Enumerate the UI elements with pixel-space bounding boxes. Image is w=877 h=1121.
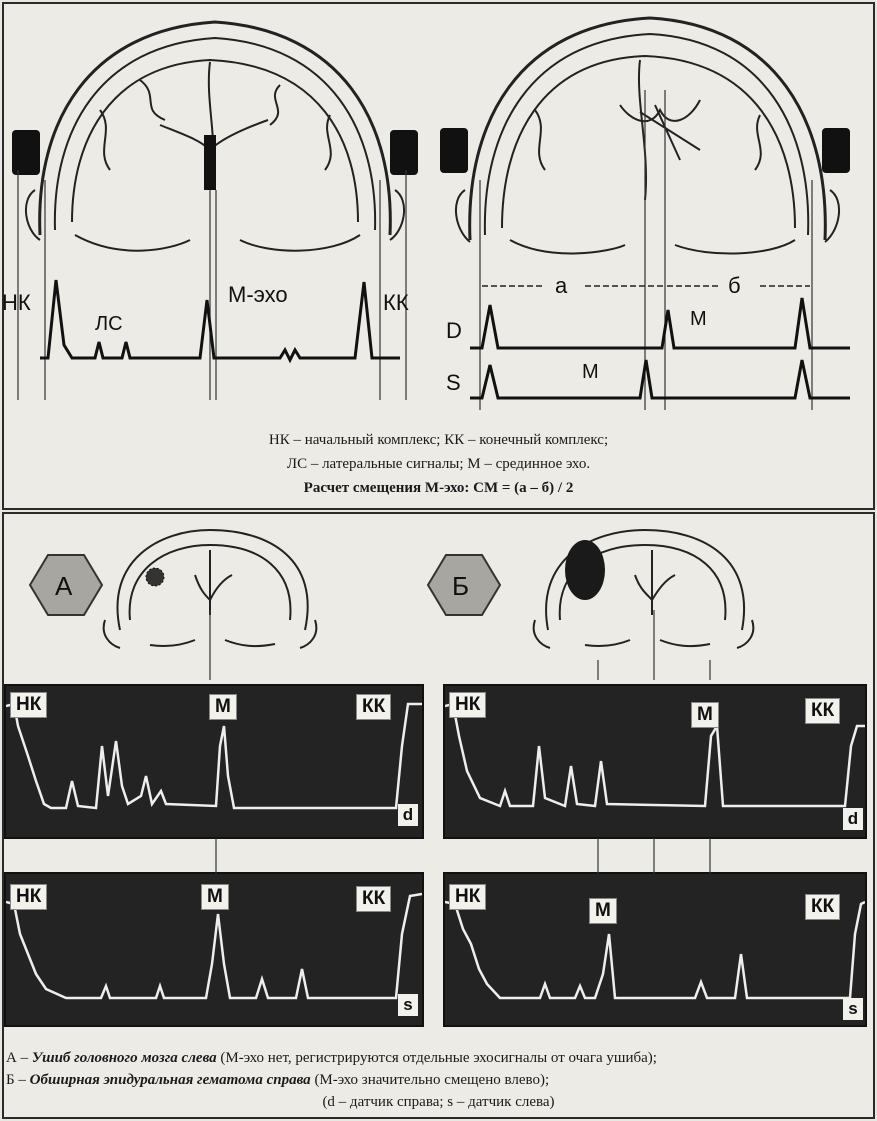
scope-connectors <box>215 838 711 874</box>
caption-case-a: А – Ушиб головного мозга слева (М-эхо не… <box>6 1050 657 1066</box>
top-caption-line-3: Расчет смещения М-эхо: СМ = (а – б) / 2 <box>303 480 574 496</box>
scope-a-d-m: М <box>209 694 237 720</box>
left-label-m-echo: М-эхо <box>228 282 288 307</box>
left-label-nk: НК <box>2 290 31 315</box>
head-a-outline <box>102 528 318 649</box>
scope-b-s-trace <box>445 900 865 1000</box>
scope-a-s-channel: s <box>398 994 418 1016</box>
bottom-heads: А Б <box>28 528 755 680</box>
left-probe-right <box>390 130 418 175</box>
left-head-cross-section <box>24 20 406 252</box>
caption-sensor-note: (d – датчик справа; s – датчик слева) <box>322 1094 555 1110</box>
label-a: а <box>555 273 568 298</box>
scope-b-d-trace <box>445 702 865 808</box>
left-midline-ventricle <box>204 135 216 190</box>
label-m-s: М <box>582 361 599 383</box>
hexagon-b <box>426 554 502 616</box>
scope-a-s: НК М КК s <box>4 872 424 1027</box>
label-b: б <box>728 273 741 298</box>
head-b-guides <box>597 610 711 680</box>
scope-a-s-nk: НК <box>10 884 48 910</box>
caption-case-b: Б – Обширная эпидуральная гематома справ… <box>6 1072 550 1088</box>
scope-a-d: НК М КК d <box>4 684 424 839</box>
label-d: D <box>446 318 462 343</box>
scope-b-d-m: М <box>691 702 719 728</box>
scope-a-s-trace <box>6 892 422 1000</box>
scope-b-s-nk: НК <box>449 884 487 910</box>
scope-a-d-trace <box>6 702 422 810</box>
left-label-ls: ЛС <box>95 313 123 335</box>
scope-a-d-kk: КК <box>356 694 392 720</box>
scope-a-d-channel: d <box>398 804 418 826</box>
right-probe-right <box>822 128 850 173</box>
left-echo-trace <box>40 279 400 364</box>
right-probe-left <box>440 128 468 173</box>
scope-b-s-kk: КК <box>805 894 841 920</box>
scope-b-s: НК М КК s <box>443 872 867 1027</box>
hexagon-a <box>28 554 104 616</box>
left-probe-left <box>12 130 40 175</box>
top-diagram: НК ЛС М-эхо КК а б D S М М <box>2 16 850 410</box>
top-caption-line-2: ЛС – латеральные сигналы; М – срединное … <box>286 456 591 472</box>
hexagon-b-label: Б <box>452 571 469 601</box>
label-s: S <box>446 370 461 395</box>
head-b-outline <box>532 528 755 649</box>
right-head-cross-section <box>454 16 841 255</box>
scope-b-d-kk: КК <box>805 698 841 724</box>
hexagon-a-label: А <box>55 571 73 601</box>
scope-b-d-channel: d <box>843 808 863 830</box>
contusion-focus <box>145 567 165 587</box>
right-guide-lines <box>479 90 813 410</box>
scope-b-d: НК М КК d <box>443 684 867 839</box>
trace-d <box>470 297 850 350</box>
scope-a-d-nk: НК <box>10 692 48 718</box>
left-label-kk: КК <box>383 290 409 315</box>
trace-s <box>470 359 850 400</box>
scope-a-s-m: М <box>201 884 229 910</box>
scope-b-d-nk: НК <box>449 692 487 718</box>
label-m-d: М <box>690 308 707 330</box>
top-caption-line-1: НК – начальный комплекс; КК – конечный к… <box>268 432 609 448</box>
epidural-hematoma <box>565 540 605 600</box>
scope-b-s-m: М <box>589 898 617 924</box>
scope-a-s-kk: КК <box>356 886 392 912</box>
scope-b-s-channel: s <box>843 998 863 1020</box>
left-guide-lines <box>17 170 407 400</box>
